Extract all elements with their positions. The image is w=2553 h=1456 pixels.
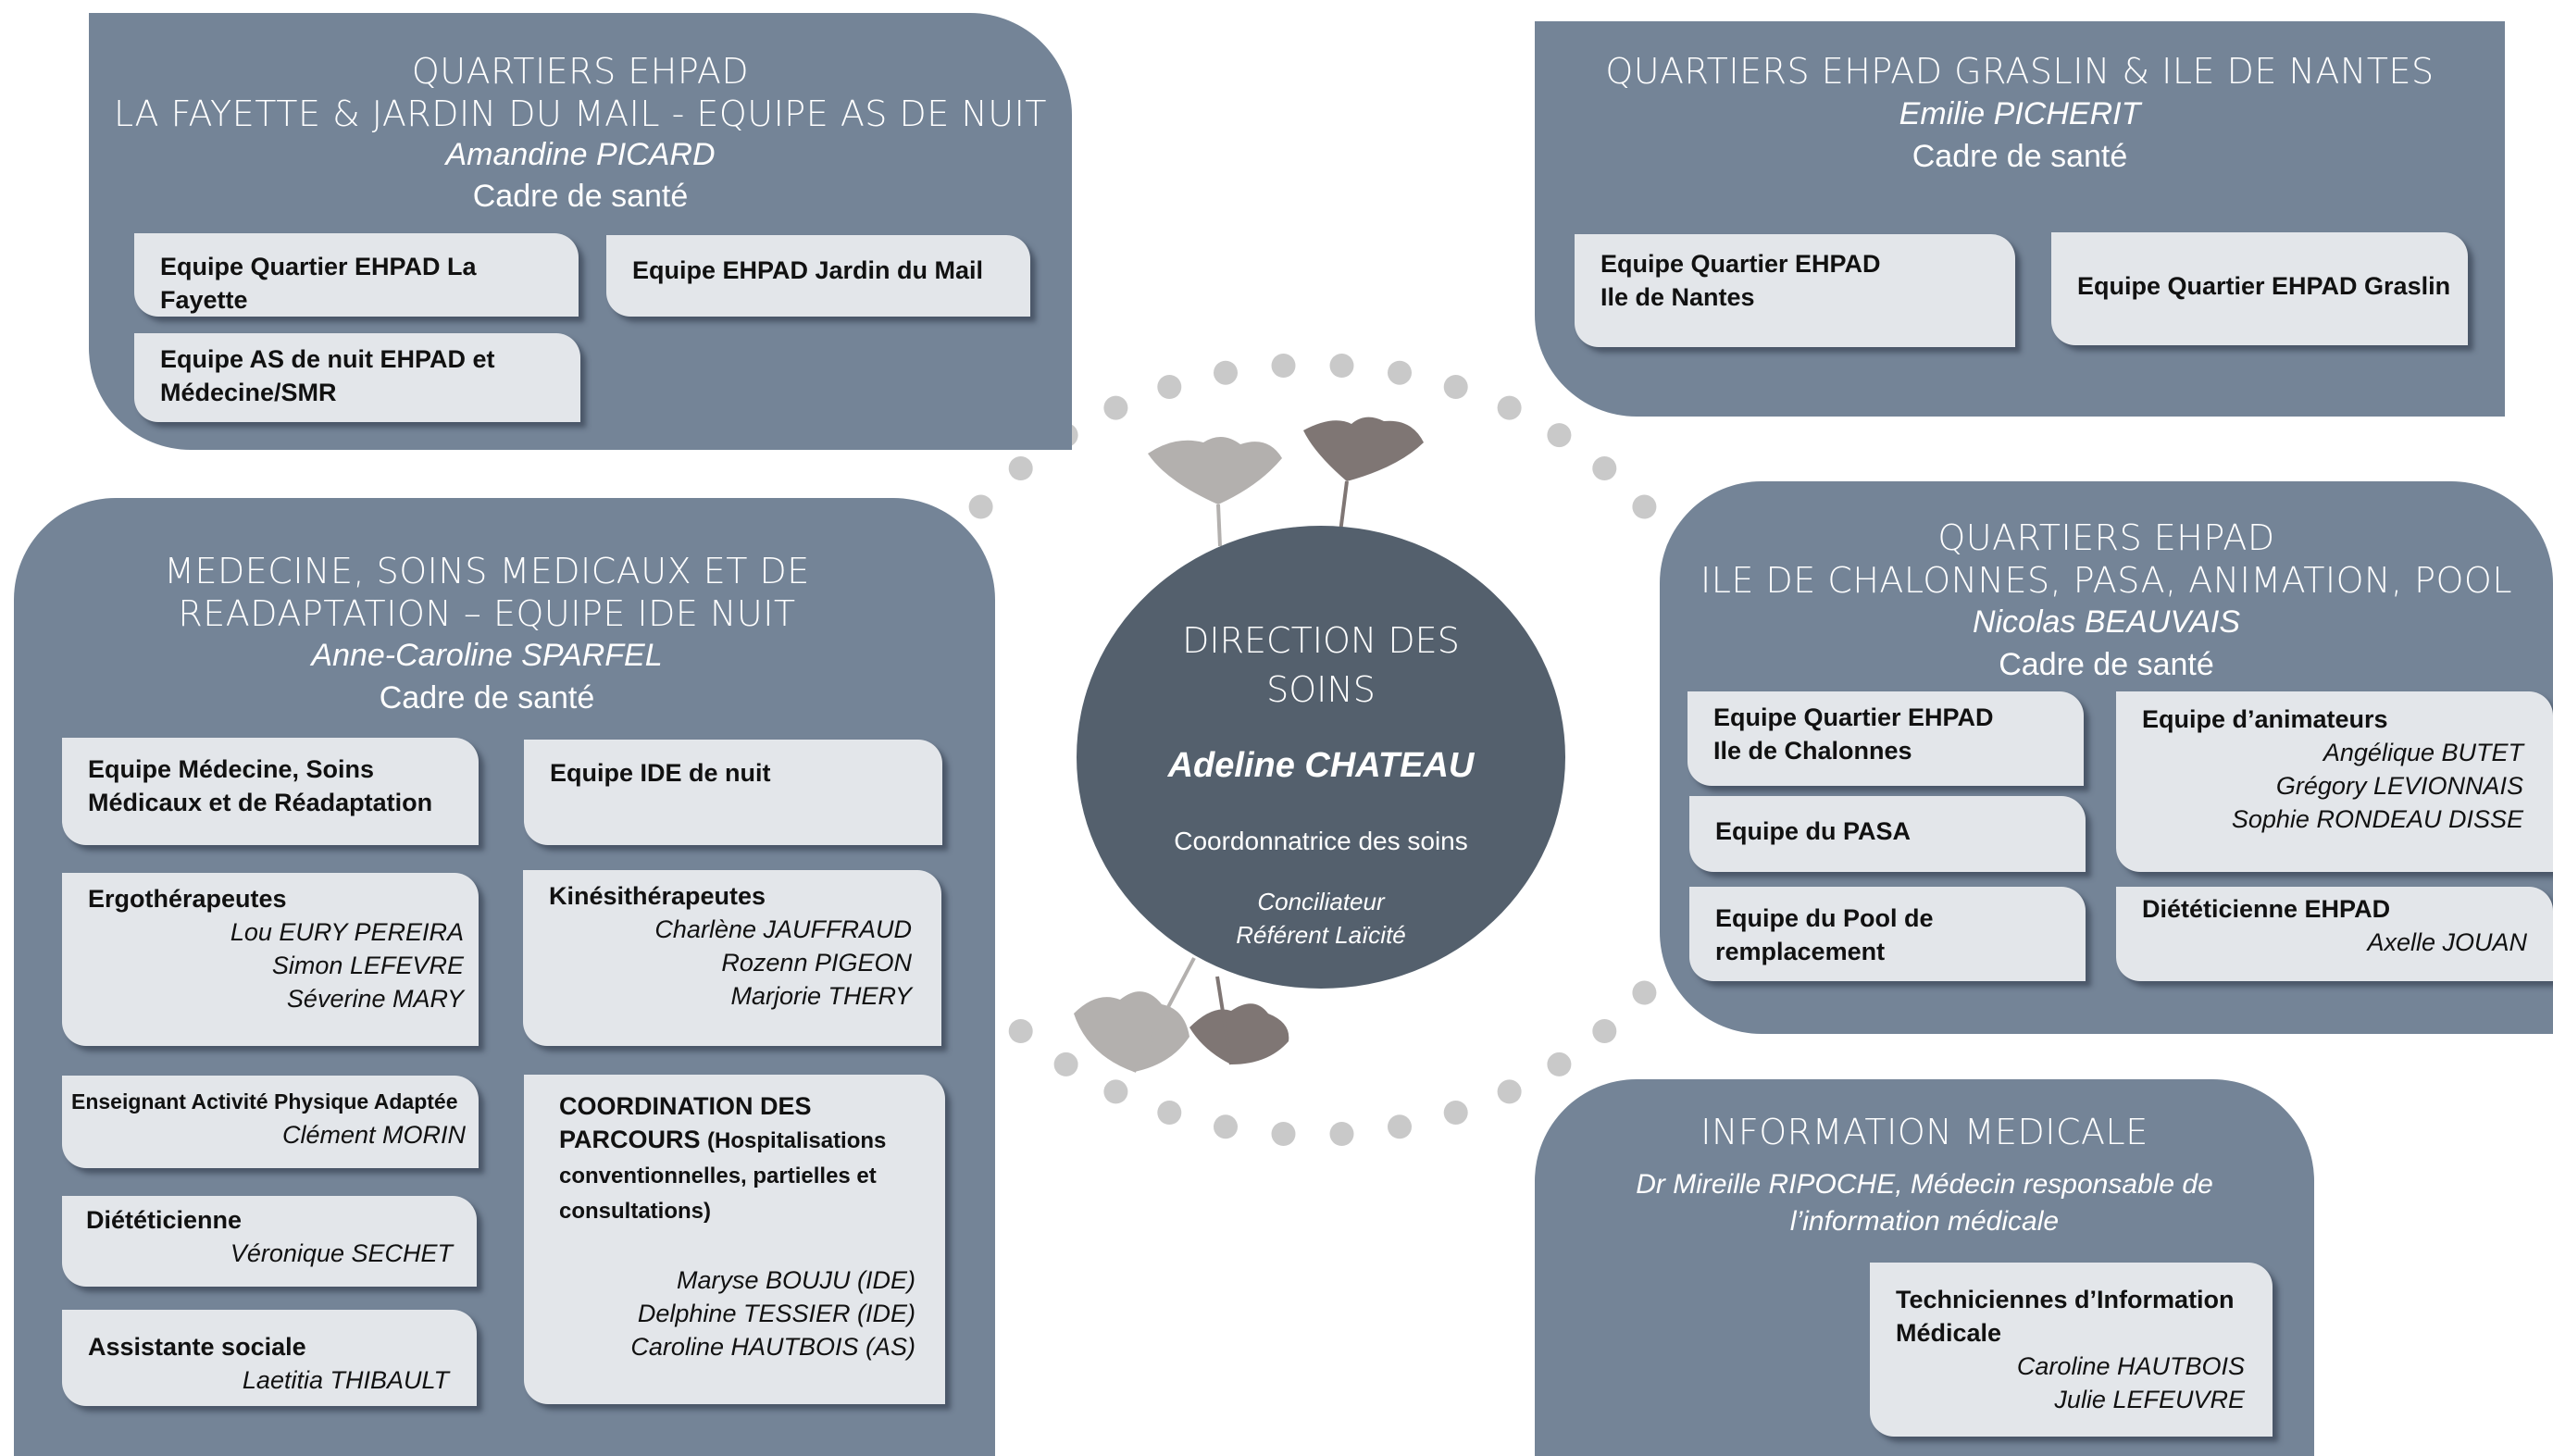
ginkgo-leaf-icon bbox=[1303, 417, 1424, 533]
ring-dot bbox=[1214, 1114, 1238, 1139]
ring-dot bbox=[1271, 1122, 1296, 1146]
panel-title: READAPTATION – EQUIPE IDE NUIT bbox=[178, 593, 796, 634]
center-title: DIRECTION DES bbox=[1182, 620, 1460, 661]
panel-title: ILE DE CHALONNES, PASA, ANIMATION, POOL bbox=[1700, 560, 2513, 601]
ring-dot bbox=[1008, 456, 1033, 480]
ring-dot bbox=[1103, 1079, 1128, 1104]
ring-dot bbox=[1388, 1114, 1412, 1139]
manager-role: Cadre de santé bbox=[1912, 139, 2128, 174]
ring-dot bbox=[1329, 1122, 1354, 1146]
panel-title: QUARTIERS EHPAD bbox=[1937, 517, 2275, 558]
ring-dot bbox=[1443, 1101, 1468, 1125]
ring-dot bbox=[968, 494, 993, 519]
ring-dot bbox=[1008, 1019, 1033, 1043]
ring-dot bbox=[1329, 354, 1354, 378]
ring-dot bbox=[1592, 1019, 1617, 1043]
ring-dot bbox=[1592, 456, 1617, 480]
director-name: Adeline CHATEAU bbox=[1167, 746, 1475, 785]
team-card-ile-de-nantes: Equipe Quartier EHPAD Ile de Nantes bbox=[1575, 234, 2015, 347]
manager-role: Cadre de santé bbox=[1999, 647, 2214, 682]
manager-name: Nicolas BEAUVAIS bbox=[1972, 604, 2241, 640]
ring-dot bbox=[1271, 354, 1296, 378]
manager-name: Emilie PICHERIT bbox=[1899, 96, 2141, 131]
panel-title: QUARTIERS EHPAD GRASLIN & ILE DE NANTES bbox=[1605, 51, 2435, 92]
panel-title: LA FAYETTE & JARDIN DU MAIL - EQUIPE AS … bbox=[113, 93, 1048, 134]
team-card-pasa: Equipe du PASA bbox=[1689, 796, 2086, 872]
team-card-kinesitherapeutes: Kinésithérapeutes Charlène JAUFFRAUD Roz… bbox=[523, 870, 941, 1046]
team-card-assistante-sociale: Assistante sociale Laetitia THIBAULT bbox=[62, 1310, 477, 1406]
panel-title: QUARTIERS EHPAD bbox=[411, 51, 750, 92]
team-card-techniciennes-dim: Techniciennes d’Information Médicale Car… bbox=[1870, 1263, 2273, 1437]
panel-graslin: QUARTIERS EHPAD GRASLIN & ILE DE NANTES … bbox=[1535, 21, 2505, 417]
ring-dot bbox=[1053, 1052, 1078, 1076]
team-card-ergotherapeutes: Ergothérapeutes Lou EURY PEREIRA Simon L… bbox=[62, 873, 479, 1046]
ring-dot bbox=[1443, 375, 1468, 399]
panel-title: INFORMATION MEDICALE bbox=[1700, 1112, 2148, 1152]
ring-dot bbox=[1632, 494, 1657, 519]
ring-dot bbox=[1157, 375, 1182, 399]
director-subrole: Conciliateur bbox=[1257, 888, 1385, 915]
team-card-graslin: Equipe Quartier EHPAD Graslin bbox=[2051, 232, 2468, 345]
ginkgo-leaf-icon bbox=[1074, 957, 1196, 1073]
team-card-dieteticienne: Diététicienne Véronique SECHET bbox=[62, 1196, 477, 1287]
manager-name: Amandine PICARD bbox=[445, 137, 716, 172]
ginkgo-leaf-icon bbox=[1189, 976, 1289, 1065]
ring-dot bbox=[1388, 360, 1412, 385]
team-card-ide-nuit: Equipe IDE de nuit bbox=[524, 740, 942, 845]
ginkgo-leaf-icon bbox=[1148, 436, 1282, 547]
ring-dot bbox=[1214, 360, 1238, 385]
director-role: Coordonnatrice des soins bbox=[1174, 827, 1468, 855]
team-card-la-fayette: Equipe Quartier EHPAD La Fayette bbox=[134, 233, 579, 317]
manager-role: Cadre de santé bbox=[472, 179, 689, 214]
team-card-medecine: Equipe Médecine, Soins Médicaux et de Ré… bbox=[62, 738, 479, 845]
center-title: SOINS bbox=[1266, 669, 1376, 710]
ring-dot bbox=[1157, 1101, 1182, 1125]
ring-dot bbox=[1103, 395, 1128, 420]
direction-des-soins-node: DIRECTION DES SOINS Adeline CHATEAU Coor… bbox=[1077, 526, 1565, 989]
director-subrole: Référent Laïcité bbox=[1236, 921, 1406, 949]
doctor-role: l’information médicale bbox=[1789, 1206, 2060, 1237]
team-card-dieteticienne-ehpad: Diététicienne EHPAD Axelle JOUAN bbox=[2116, 887, 2553, 981]
ring-dot bbox=[1547, 423, 1572, 448]
ring-dot bbox=[1497, 395, 1522, 420]
ring-dot bbox=[1632, 980, 1657, 1005]
team-card-as-de-nuit: Equipe AS de nuit EHPAD et Médecine/SMR bbox=[134, 333, 580, 422]
doctor-name: Dr Mireille RIPOCHE, Médecin responsable… bbox=[1636, 1169, 2213, 1200]
ring-dot bbox=[1547, 1052, 1572, 1076]
panel-title: MEDECINE, SOINS MEDICAUX ET DE bbox=[164, 551, 810, 591]
team-card-eapa: Enseignant Activité Physique Adaptée Clé… bbox=[62, 1076, 479, 1168]
team-card-pool: Equipe du Pool de remplacement bbox=[1689, 887, 2086, 981]
team-card-jardin-du-mail: Equipe EHPAD Jardin du Mail bbox=[606, 235, 1030, 317]
ring-dot bbox=[1497, 1079, 1522, 1104]
manager-role: Cadre de santé bbox=[379, 680, 595, 716]
team-card-ile-de-chalonnes: Equipe Quartier EHPAD Ile de Chalonnes bbox=[1687, 691, 2084, 786]
team-card-coordination-parcours: COORDINATION DES PARCOURS (Hospitalisati… bbox=[524, 1075, 945, 1404]
team-card-animateurs: Equipe d’animateurs Angélique BUTET Grég… bbox=[2116, 691, 2553, 872]
manager-name: Anne-Caroline SPARFEL bbox=[311, 638, 663, 673]
